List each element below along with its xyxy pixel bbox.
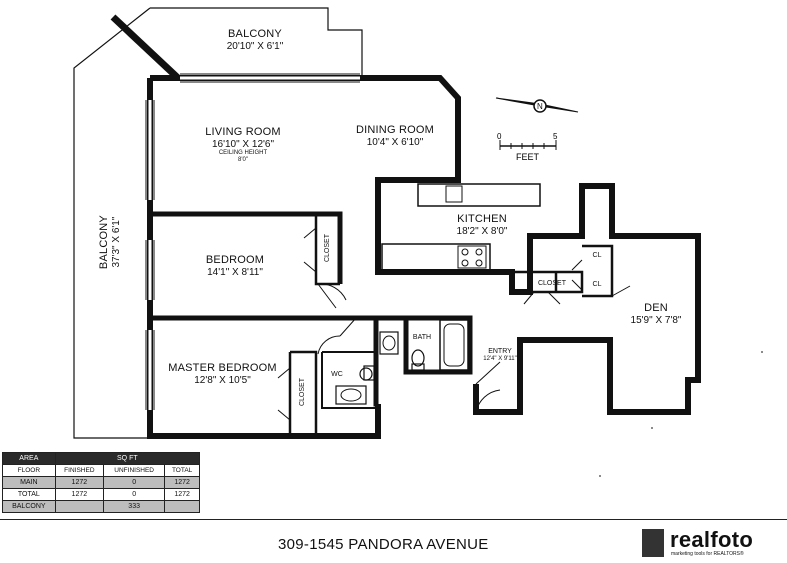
scale-unit: FEET [516, 152, 540, 162]
cl-label-2: CL [592, 281, 602, 288]
ceiling-note: CEILING HEIGHT [218, 150, 268, 157]
room-dims: 12'4" X 9'11" [483, 356, 517, 363]
footer-divider [0, 519, 787, 520]
header-finished: FINISHED [54, 464, 105, 477]
cl-label-1: CL [592, 252, 602, 259]
den-label: DEN 15'9" X 7'8" [606, 302, 706, 326]
master-bedroom-label: MASTER BEDROOM 12'8" X 10'5" [160, 362, 285, 386]
balcony-side-label: BALCONY 37'3" X 6'1" [98, 192, 122, 292]
cell-finished: 1272 [54, 476, 105, 489]
kitchen-label: KITCHEN 18'2" X 8'0" [432, 213, 532, 237]
room-name: BEDROOM [205, 254, 265, 266]
bath-label: BATH [412, 334, 432, 341]
balcony-outline [73, 7, 363, 439]
cell-total: 1272 [164, 476, 200, 489]
cell-unfinished: 333 [103, 500, 166, 513]
compass-icon [495, 97, 579, 113]
room-dims: 18'2" X 8'0" [456, 225, 508, 237]
property-address: 309-1545 PANDORA AVENUE [278, 536, 489, 553]
logo-mark-icon [642, 529, 664, 557]
room-name: DINING ROOM [356, 124, 434, 136]
bedroom-closet-label: CLOSET [323, 234, 331, 263]
sink [379, 331, 399, 355]
room-dims: 10'4" X 6'10" [366, 136, 424, 148]
cell-floor: TOTAL [2, 488, 56, 501]
bath-walls [340, 315, 473, 407]
area-table-header-row: FLOOR FINISHED UNFINISHED TOTAL [2, 464, 200, 477]
room-dims: 12'8" X 10'5" [194, 374, 251, 386]
cell-floor: BALCONY [2, 500, 56, 513]
cell-unfinished: 0 [103, 488, 166, 501]
bedroom-closet [314, 216, 340, 286]
sqft-title: SQ FT [54, 452, 201, 465]
cell-total: 1272 [164, 488, 200, 501]
wc-label: WC [331, 371, 343, 378]
cell-floor: MAIN [2, 476, 56, 489]
room-dims: 14'1" X 8'11" [207, 266, 263, 278]
exterior-wall [150, 75, 701, 415]
kitchen-counter-low [381, 243, 491, 271]
toilet [411, 349, 425, 367]
room-name: BALCONY [97, 215, 110, 270]
balcony-divider [110, 14, 181, 81]
area-table: AREA SQ FT FLOOR FINISHED UNFINISHED TOT… [2, 452, 201, 513]
living-room-label: LIVING ROOM 16'10" X 12'6" CEILING HEIGH… [183, 126, 303, 164]
bedroom-wall [150, 211, 343, 321]
room-dims: 15'9" X 7'8" [630, 314, 682, 326]
header-floor: FLOOR [2, 464, 56, 477]
room-name: MASTER BEDROOM [168, 362, 277, 374]
cell-finished: 1272 [54, 488, 105, 501]
area-title: AREA [2, 452, 56, 465]
entry-label: ENTRY 12'4" X 9'11" [470, 348, 530, 363]
cell-unfinished: 0 [103, 476, 166, 489]
room-name: LIVING ROOM [205, 126, 281, 138]
room-name: KITCHEN [457, 213, 507, 225]
room-name: BALCONY [228, 28, 282, 40]
scale-bar [499, 140, 557, 150]
hall-closet [512, 270, 584, 294]
header-total: TOTAL [164, 464, 200, 477]
compass-letter: N [537, 102, 543, 111]
cell-total [164, 500, 200, 513]
balcony-top-label: BALCONY 20'10" X 6'1" [205, 28, 305, 52]
kitchen-counter [417, 183, 541, 207]
ceiling-height: 8'0" [238, 157, 248, 164]
logo-text: realfoto [670, 527, 754, 552]
header-unfinished: UNFINISHED [103, 464, 166, 477]
room-dims: 37'3" X 6'1" [110, 216, 122, 268]
scale-five: 5 [553, 132, 558, 141]
bedroom-label: BEDROOM 14'1" X 8'11" [185, 254, 285, 278]
hall-closet-label: CLOSET [537, 280, 566, 287]
cell-finished [54, 500, 105, 513]
master-closet [288, 350, 318, 436]
room-name: DEN [644, 302, 668, 314]
logo-tagline: marketing tools for REALTORS® [671, 551, 744, 557]
room-dims: 16'10" X 12'6" [211, 138, 275, 150]
dining-room-label: DINING ROOM 10'4" X 6'10" [335, 124, 455, 148]
bathtub [439, 319, 469, 371]
room-name: ENTRY [488, 348, 512, 355]
room-dims: 20'10" X 6'1" [226, 40, 284, 52]
table-row: BALCONY 333 [2, 500, 200, 513]
table-row: TOTAL 1272 0 1272 [2, 488, 200, 501]
stove [457, 245, 487, 269]
area-table-title-row: AREA SQ FT [2, 452, 201, 465]
scale-zero: 0 [497, 132, 502, 141]
master-closet-label: CLOSET [298, 378, 306, 407]
cl-closets [582, 244, 614, 298]
table-row: MAIN 1272 0 1272 [2, 476, 200, 489]
realfoto-logo: realfoto marketing tools for REALTORS® [642, 527, 782, 561]
